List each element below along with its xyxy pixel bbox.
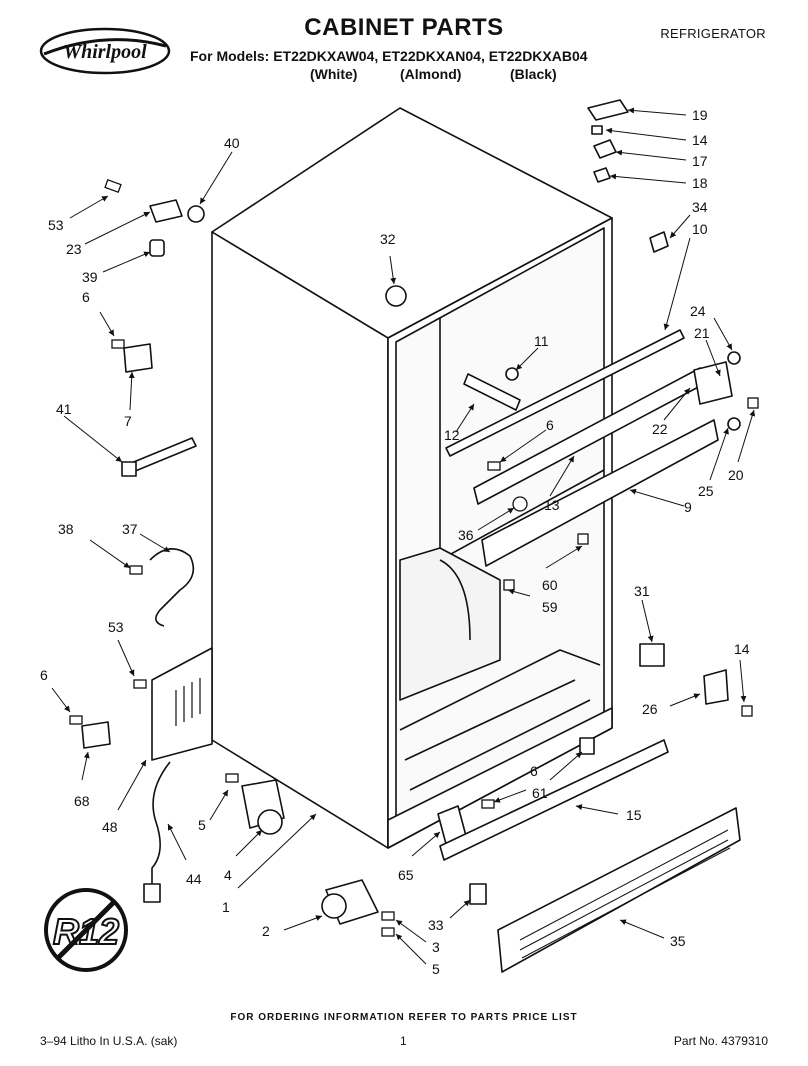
evaporator-cover xyxy=(399,547,501,701)
callout-32: 32 xyxy=(380,231,396,247)
part-number: Part No. 4379310 xyxy=(673,1034,768,1048)
callout-38: 38 xyxy=(58,521,74,537)
callout-5-bottom: 5 xyxy=(432,961,440,977)
callout-13: 13 xyxy=(544,497,560,513)
callout-44: 44 xyxy=(186,871,202,887)
callout-3: 3 xyxy=(432,939,440,955)
print-info: 3–94 Litho In U.S.A. (sak) xyxy=(40,1034,178,1048)
toe-grille xyxy=(497,807,741,973)
callout-17: 17 xyxy=(692,153,708,169)
callout-36: 36 xyxy=(458,527,474,543)
wire-clip xyxy=(123,343,153,373)
callout-21: 21 xyxy=(694,325,710,341)
callout-59: 59 xyxy=(542,599,558,615)
hinge-cap xyxy=(649,231,669,253)
bottom-hinge xyxy=(703,669,729,705)
variant-white: (White) xyxy=(310,66,358,82)
brand-name: Whirlpool xyxy=(63,41,147,63)
callout-61: 61 xyxy=(532,785,548,801)
variant-almond: (Almond) xyxy=(400,66,462,82)
power-cord xyxy=(151,761,171,892)
callout-65: 65 xyxy=(398,867,414,883)
callout-2: 2 xyxy=(262,923,270,939)
callout-60: 60 xyxy=(542,577,558,593)
callout-37: 37 xyxy=(122,521,138,537)
callout-68: 68 xyxy=(74,793,90,809)
center-hinge xyxy=(693,361,733,405)
callout-15: 15 xyxy=(626,807,642,823)
callout-25: 25 xyxy=(698,483,714,499)
top-hinge xyxy=(593,139,617,159)
control-bracket xyxy=(151,647,213,761)
callout-19: 19 xyxy=(692,107,708,123)
callout-11: 11 xyxy=(534,333,549,349)
page-number: 1 xyxy=(400,1034,407,1048)
no-r12-badge: R12 xyxy=(44,888,128,972)
callout-40: 40 xyxy=(224,135,240,151)
callout-53-top: 53 xyxy=(48,217,64,233)
callout-6-left: 6 xyxy=(40,667,48,683)
callout-1: 1 xyxy=(222,899,230,915)
callout-6-mid: 6 xyxy=(546,417,554,433)
callout-6-top: 6 xyxy=(82,289,90,305)
callout-33: 33 xyxy=(428,917,444,933)
hinge-cover xyxy=(587,99,629,121)
whirlpool-logo: Whirlpool xyxy=(39,27,171,75)
callout-26: 26 xyxy=(642,701,658,717)
callout-14: 14 xyxy=(692,132,708,148)
callout-9: 9 xyxy=(684,499,692,515)
cross-brace xyxy=(481,419,719,567)
callout-23: 23 xyxy=(66,241,82,257)
model-numbers: For Models: ET22DKXAW04, ET22DKXAN04, ET… xyxy=(190,48,588,64)
callout-7: 7 xyxy=(124,413,132,429)
callout-14-bottom: 14 xyxy=(734,641,750,657)
page-title: CABINET PARTS xyxy=(304,14,504,41)
callout-39: 39 xyxy=(82,269,98,285)
callout-31: 31 xyxy=(634,583,650,599)
cabinet-left-side xyxy=(211,231,389,849)
callout-24: 24 xyxy=(690,303,706,319)
callout-6-bottom: 6 xyxy=(530,763,538,779)
callout-4: 4 xyxy=(224,867,232,883)
ordering-note: FOR ORDERING INFORMATION REFER TO PARTS … xyxy=(230,1012,578,1023)
callout-34: 34 xyxy=(692,199,708,215)
callout-53-bottom: 53 xyxy=(108,619,124,635)
callout-48: 48 xyxy=(102,819,118,835)
callout-20: 20 xyxy=(728,467,744,483)
callout-5-mid: 5 xyxy=(198,817,206,833)
cabinet-rail xyxy=(439,739,669,861)
callout-10: 10 xyxy=(692,221,708,237)
badge-text: R12 xyxy=(53,911,119,952)
callout-12: 12 xyxy=(444,427,460,443)
callout-22: 22 xyxy=(652,421,668,437)
thermistor xyxy=(463,373,521,411)
callout-18: 18 xyxy=(692,175,708,191)
variant-black: (Black) xyxy=(510,66,557,82)
appliance-type: REFRIGERATOR xyxy=(660,26,766,41)
hinge-bracket xyxy=(149,199,183,223)
wire-harness xyxy=(149,548,195,627)
mullion-strip xyxy=(445,329,685,457)
callout-41: 41 xyxy=(56,401,72,417)
callout-35: 35 xyxy=(670,933,686,949)
